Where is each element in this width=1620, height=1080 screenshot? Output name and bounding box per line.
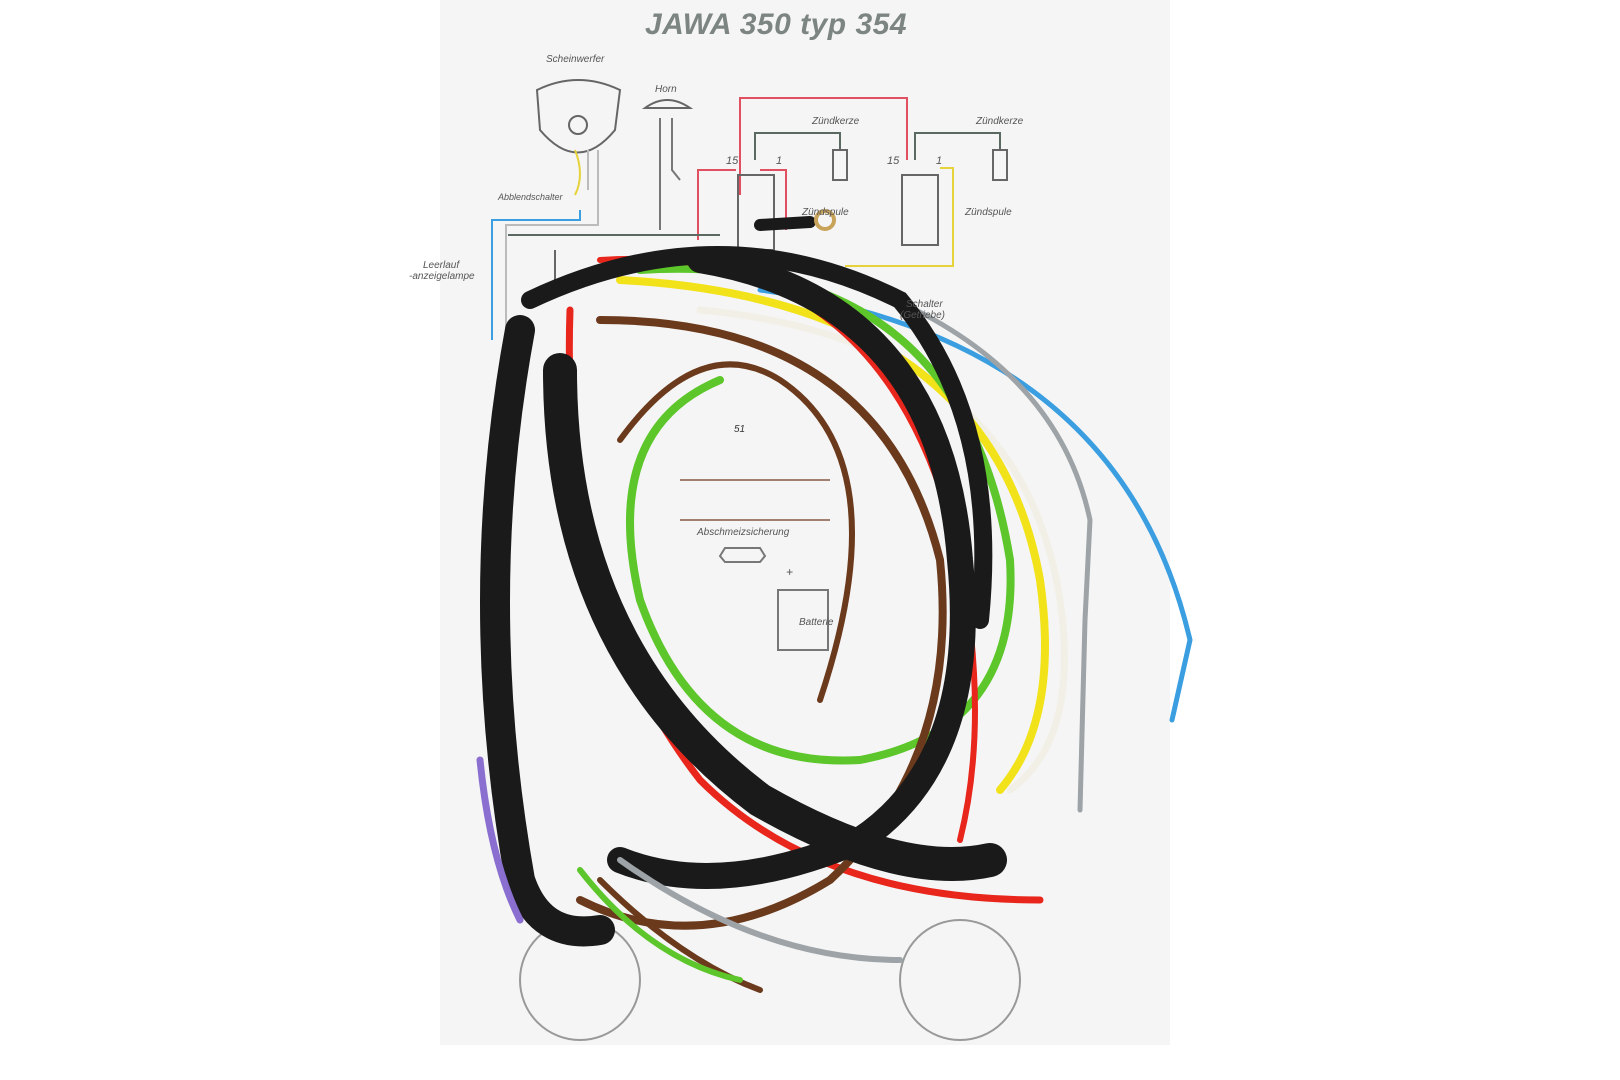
label-switch-1: Schalter	[906, 299, 943, 310]
diagram-title: JAWA 350 typ 354	[645, 8, 908, 41]
label-plus: +	[786, 565, 794, 579]
battery-drawing	[777, 589, 829, 651]
label-dimmer-switch: Abblendschalter	[498, 192, 563, 202]
black-sheath-1	[480, 315, 615, 947]
white-wire	[696, 306, 1068, 794]
wiring-harness	[476, 209, 1193, 993]
label-coil-1-t15: 15	[726, 155, 739, 167]
violet-wire	[476, 756, 524, 924]
paper-sheet	[440, 0, 1170, 1045]
label-coil-1: Zündspule	[802, 207, 849, 218]
ring-terminal	[814, 209, 836, 231]
label-coil-2-t1: 1	[936, 155, 943, 167]
spark-plug-2	[992, 149, 1008, 181]
label-terminal-51: 51	[734, 424, 746, 435]
label-spark-plug-2: Zündkerze	[976, 116, 1024, 127]
label-coil-2: Zündspule	[965, 207, 1012, 218]
label-neutral-lamp-2: -anzeigelampe	[409, 271, 475, 282]
black-sheath-4	[521, 246, 993, 629]
label-coil-1-t1: 1	[776, 155, 783, 167]
label-headlight: Scheinwerfer	[546, 54, 605, 65]
label-neutral-lamp-1: Leerlauf	[423, 260, 460, 271]
label-horn: Horn	[655, 84, 677, 95]
green-wire	[626, 264, 1015, 765]
label-spark-plug-1: Zündkerze	[812, 116, 860, 127]
fuse-drawing	[718, 547, 767, 563]
label-switch-2: (Getriebe)	[900, 310, 946, 321]
label-coil-2-t15: 15	[887, 155, 900, 167]
black-sheath-2	[543, 353, 1007, 881]
yellow-wire	[616, 276, 1049, 794]
label-battery: Batterie	[799, 617, 834, 628]
spark-plug-1	[832, 149, 848, 181]
schematic-lines	[491, 79, 1021, 1041]
headlight-drawing	[535, 79, 622, 154]
horn-drawing	[641, 99, 694, 109]
label-fuse: Abschmeizsicherung	[697, 527, 790, 538]
black-sheath-3	[607, 247, 976, 889]
brown-wire-2	[617, 361, 855, 703]
